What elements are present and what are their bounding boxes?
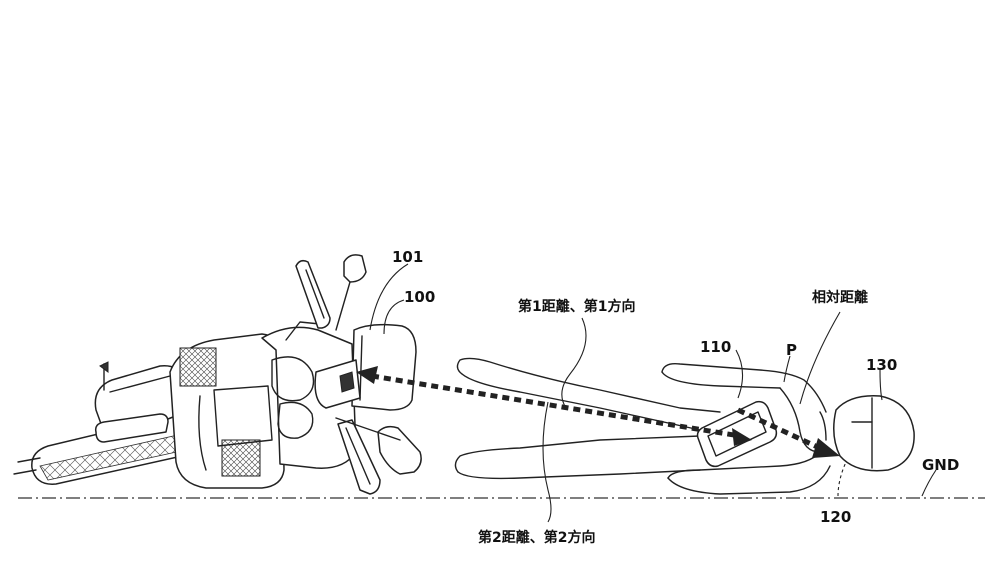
leader-120	[837, 461, 847, 497]
leader-relative-distance	[799, 311, 841, 405]
leader-101	[369, 263, 409, 331]
leader-110	[735, 349, 744, 399]
leader-p	[783, 355, 791, 383]
label-relative-distance: 相対距離	[812, 289, 868, 306]
label-100: 100	[404, 288, 435, 306]
label-gnd: GND	[922, 456, 959, 474]
label-second-distance-direction: 第2距離、第2方向	[478, 529, 595, 546]
relative-distance-arrow	[736, 407, 840, 458]
label-first-distance-direction: 第1距離、第1方向	[518, 298, 635, 315]
motorcycle	[13, 254, 422, 495]
person-figure	[454, 357, 831, 495]
leader-100	[383, 299, 405, 335]
label-130: 130	[866, 356, 897, 374]
label-101: 101	[392, 248, 423, 266]
label-120: 120	[820, 508, 851, 526]
leader-first-distance	[561, 317, 587, 409]
label-110: 110	[700, 338, 731, 356]
leader-second-distance	[542, 401, 552, 523]
leader-gnd	[921, 469, 937, 497]
label-p: P	[786, 341, 797, 359]
first-distance-arrow	[356, 366, 752, 446]
leader-130	[879, 369, 883, 401]
helmet	[833, 395, 915, 472]
